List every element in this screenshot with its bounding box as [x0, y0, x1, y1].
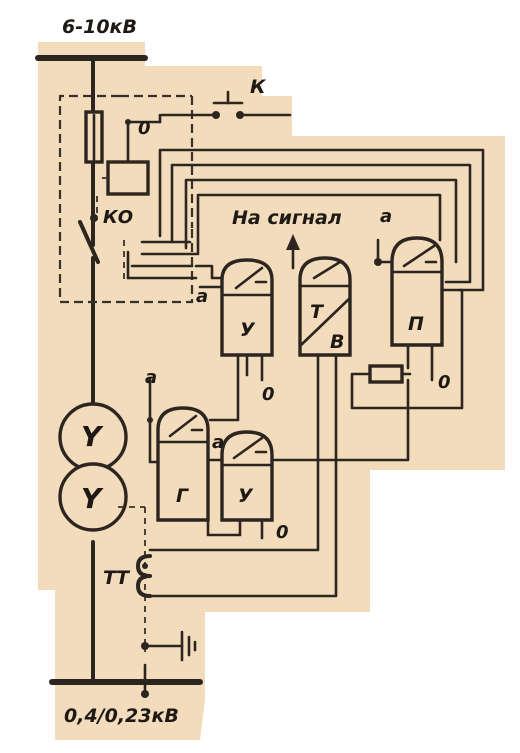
- relay-u-top: [220, 258, 274, 382]
- junction-a-g: [147, 417, 153, 423]
- a-right-label: а: [380, 206, 392, 227]
- wire-tv-down-2: [148, 353, 338, 598]
- relay-u-bottom-label: У: [238, 485, 254, 507]
- a-left-label: а: [196, 286, 208, 307]
- wire-loop-3: [184, 178, 458, 264]
- relay-u-bottom: [220, 430, 274, 540]
- switch-k-label: К: [250, 76, 267, 98]
- junction-coil: [125, 119, 131, 125]
- high-voltage-label: 6-10кВ: [62, 16, 137, 38]
- resistor: [368, 364, 404, 384]
- zero-p-label: 0: [438, 372, 451, 393]
- a-g-label: а: [145, 367, 157, 388]
- low-voltage-label: 0,4/0,23кВ: [64, 705, 179, 727]
- ko-label: КО: [103, 207, 133, 228]
- relay-g: [156, 406, 210, 522]
- junction-a-right: [374, 258, 382, 266]
- relay-tv: [298, 256, 352, 357]
- signal-arrow-icon: [286, 234, 300, 250]
- wire-loop-2: [170, 163, 472, 284]
- lv-node: [141, 690, 149, 698]
- ground-node: [141, 642, 149, 650]
- junction-ko: [90, 214, 98, 222]
- junction-ct: [142, 563, 148, 569]
- switch-k-contact-left: [212, 111, 220, 119]
- wire-u-down: [208, 353, 240, 422]
- relay-p: [390, 236, 444, 382]
- breaker-blade: [78, 220, 100, 264]
- transformer-star-top: Y: [81, 420, 104, 453]
- relay-v-label: В: [330, 331, 344, 353]
- wire-tv-down: [148, 353, 320, 552]
- transformer-secondary: [58, 462, 128, 532]
- tt-label: ТТ: [103, 567, 131, 589]
- wire-loop-outer: [158, 148, 485, 292]
- zero-u2-label: 0: [276, 522, 289, 543]
- wire-u2-right: [270, 378, 410, 462]
- relay-u-top-label: У: [240, 319, 256, 341]
- paper-background: [38, 42, 505, 740]
- wire-u2-down: [206, 518, 242, 537]
- trip-coil: [106, 160, 150, 196]
- zero-u-label: 0: [262, 384, 275, 405]
- signal-label: На сигнал: [232, 207, 342, 229]
- current-transformer: [136, 554, 152, 598]
- transformer-star-bottom: Y: [81, 482, 104, 515]
- wire-a-g: [148, 376, 160, 464]
- relay-t-label: Т: [310, 301, 325, 323]
- coil-zero-label: 0: [138, 118, 151, 139]
- a-mid-label: а: [212, 432, 224, 453]
- relay-p-label: П: [408, 313, 424, 335]
- wire-loop-4: [196, 193, 442, 256]
- relay-g-label: Г: [176, 485, 189, 507]
